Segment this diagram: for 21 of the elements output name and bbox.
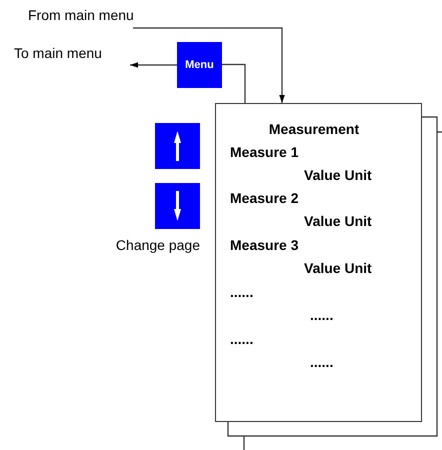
page-heading: Measurement	[268, 121, 360, 137]
placeholder-dots: ......	[230, 284, 254, 300]
page-down-button	[155, 183, 200, 229]
flow-label: To main menu	[14, 45, 102, 61]
measure-name: Measure 2	[230, 190, 298, 206]
page-up-button	[155, 123, 200, 169]
placeholder-dots: ......	[310, 307, 334, 323]
measure-value: Value Unit	[304, 213, 372, 229]
measurement-page	[215, 103, 422, 422]
measure-name: Measure 3	[230, 237, 298, 253]
placeholder-dots: ......	[310, 354, 334, 370]
flow-label: From main menu	[28, 7, 134, 23]
measure-value: Value Unit	[304, 167, 372, 183]
menu-button: Menu	[177, 42, 222, 88]
measure-value: Value Unit	[304, 260, 372, 276]
measure-name: Measure 1	[230, 144, 298, 160]
connector-line	[222, 64, 246, 103]
arrow	[133, 27, 285, 103]
placeholder-dots: ......	[230, 331, 254, 347]
arrow	[130, 62, 177, 68]
button-caption: Change page	[116, 237, 200, 253]
